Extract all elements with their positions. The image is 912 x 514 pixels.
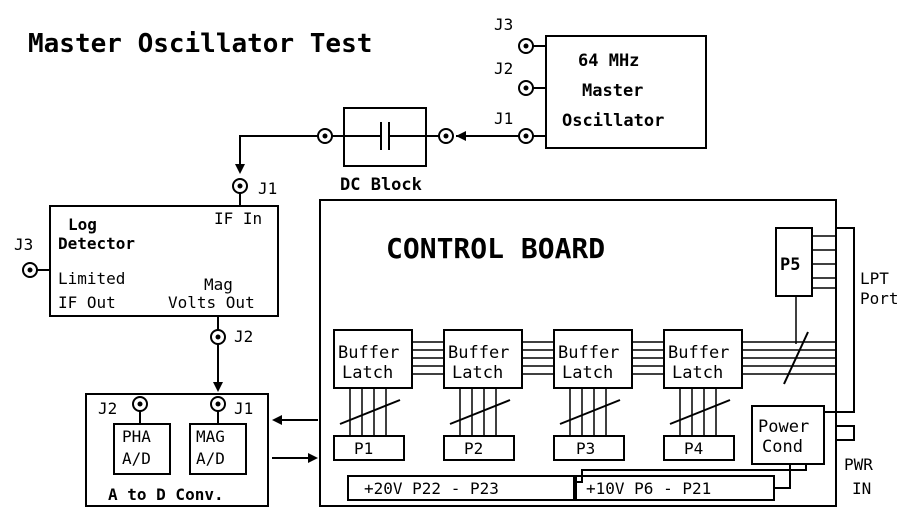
port-p3-label: P3 (576, 439, 595, 458)
ad-j1-connector (210, 396, 226, 424)
ad-j1-label: J1 (234, 399, 253, 418)
oscillator-freq: 64 MHz (578, 51, 639, 71)
detector-j2-label: J2 (234, 327, 253, 346)
mag-ad-label-2: A/D (196, 449, 225, 468)
pwr-label-2: IN (852, 479, 871, 498)
latch-1-latch-label: Latch (342, 363, 393, 383)
latch-data-bus (412, 331, 836, 385)
mag-ad-label-1: MAG (196, 427, 225, 446)
ad-j2-label: J2 (98, 399, 117, 418)
port-p3: P3 (553, 435, 625, 461)
board-to-ad-arrowhead (272, 415, 282, 425)
port-p4-label: P4 (684, 439, 703, 458)
osc-to-dcblock-arrowhead (456, 131, 466, 141)
detector-volts-out-label: Volts Out (168, 293, 255, 312)
control-board-title: CONTROL BOARD (386, 232, 605, 265)
oscillator-j2-connector (518, 80, 546, 96)
port-p1-label: P1 (354, 439, 373, 458)
oscillator-label-master: Master (582, 81, 643, 101)
latch-to-port-lines (339, 388, 731, 436)
latch-4-buffer-label: Buffer (668, 343, 729, 363)
lpt-label-2: Port (860, 289, 899, 308)
detector-if-out-label: IF Out (58, 293, 116, 312)
latch-4-latch-label: Latch (672, 363, 723, 383)
detector-title-detector: Detector (58, 234, 135, 253)
detector-to-ad-arrowhead (213, 382, 223, 392)
dcblock-to-detector-line (239, 135, 318, 168)
port-p1: P1 (333, 435, 405, 461)
latch-2-latch-label: Latch (452, 363, 503, 383)
log-detector-box (49, 205, 279, 317)
pwr-label-1: PWR (844, 455, 873, 474)
capacitor-symbol (332, 122, 440, 150)
oscillator-box (545, 35, 707, 149)
dc-block-label: DC Block (340, 175, 422, 195)
ad-to-board-arrowhead (308, 453, 318, 463)
oscillator-j1-connector (518, 128, 546, 144)
rail-10v-label: +10V P6 - P21 (586, 479, 711, 498)
lpt-label-1: LPT (860, 269, 889, 288)
rail-20v-box (347, 475, 575, 501)
port-p4: P4 (663, 435, 735, 461)
latch-2-buffer-label: Buffer (448, 343, 509, 363)
buffer-latch-3: Buffer Latch (553, 329, 633, 389)
oscillator-label-oscillator: Oscillator (562, 111, 664, 131)
latch-3-latch-label: Latch (562, 363, 613, 383)
ad-j2-connector (132, 396, 148, 424)
buffer-latch-2: Buffer Latch (443, 329, 523, 389)
pha-ad-label-1: PHA (122, 427, 151, 446)
detector-j2-connector (210, 316, 226, 345)
power-cond-box (751, 405, 825, 465)
power-cond-label-1: Power (758, 417, 809, 437)
pha-ad-label-2: A/D (122, 449, 151, 468)
control-board-box (319, 199, 837, 507)
oscillator-j2-label: J2 (494, 59, 513, 78)
p5-lines (812, 235, 836, 289)
a-to-d-box (85, 393, 269, 507)
pha-ad-box (113, 423, 171, 475)
oscillator-j1-label: J1 (494, 109, 513, 128)
buffer-latch-1: Buffer Latch (333, 329, 413, 389)
diagram-title: Master Oscillator Test (28, 29, 372, 59)
power-cond-label-2: Cond (762, 437, 803, 457)
detector-mag-label: Mag (204, 275, 233, 294)
dc-block-left-connector (317, 128, 333, 144)
port-p2-label: P2 (464, 439, 483, 458)
pwr-in-wiring (836, 425, 855, 441)
latch-1-buffer-label: Buffer (338, 343, 399, 363)
lpt-port-wiring (824, 227, 855, 413)
detector-title-log: Log (68, 215, 97, 234)
detector-if-in-label: IF In (214, 209, 262, 228)
power-to-rail10-line (774, 464, 791, 489)
detector-j1-connector (232, 178, 248, 206)
a-to-d-label: A to D Conv. (108, 485, 224, 504)
port-p2: P2 (443, 435, 515, 461)
detector-j1-label: J1 (258, 179, 277, 198)
detector-j3-label: J3 (14, 235, 33, 254)
power-to-rail20-line (574, 464, 807, 483)
detector-limited-label: Limited (58, 269, 125, 288)
p5-label: P5 (780, 255, 800, 275)
oscillator-j3-connector (518, 38, 546, 54)
dcblock-to-detector-arrowhead (235, 164, 245, 174)
buffer-latch-4: Buffer Latch (663, 329, 743, 389)
dc-block-right-connector (438, 128, 454, 144)
oscillator-j3-label: J3 (494, 15, 513, 34)
latch-3-buffer-label: Buffer (558, 343, 619, 363)
rail-20v-label: +20V P22 - P23 (364, 479, 499, 498)
detector-j3-connector (22, 262, 50, 278)
p5-connector-box (775, 227, 813, 297)
